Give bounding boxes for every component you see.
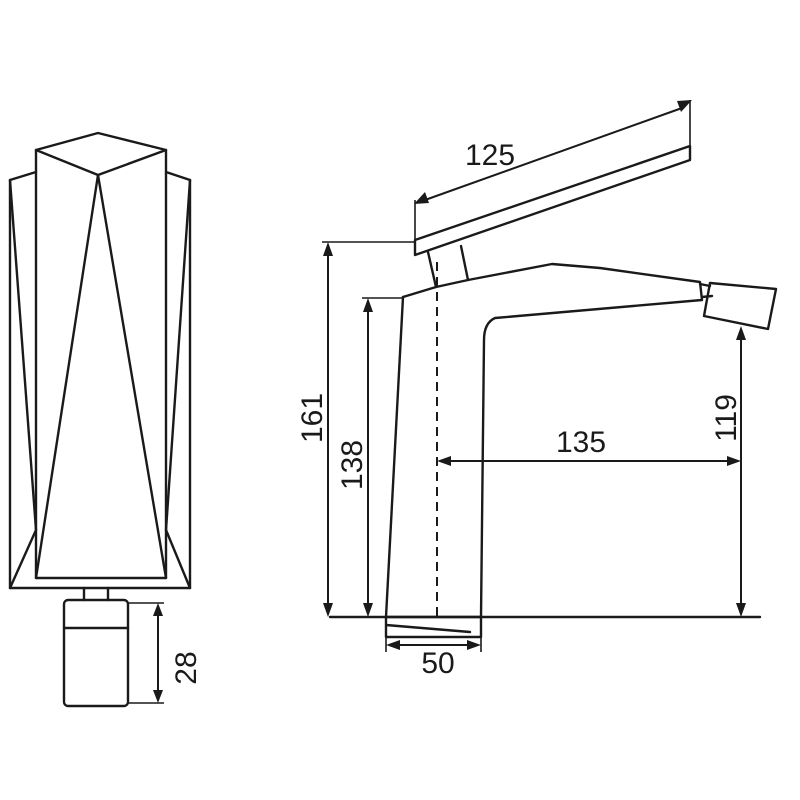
side-view-handle-lever <box>413 144 692 257</box>
dimension-119: 119 <box>710 326 746 617</box>
dimension-138-label: 138 <box>336 440 369 490</box>
front-view <box>8 131 192 708</box>
side-view-spout-nozzle <box>702 281 778 331</box>
dimension-28-label: 28 <box>170 651 203 684</box>
dimension-50-label: 50 <box>421 647 454 680</box>
dimension-125-label: 125 <box>465 139 515 172</box>
side-view-body-front <box>384 295 483 619</box>
side-view-body <box>401 262 704 619</box>
dimension-138: 138 <box>336 297 403 617</box>
dimension-135: 135 <box>437 426 741 466</box>
front-view-top-facet <box>34 148 168 177</box>
dimension-161-label: 161 <box>296 393 329 443</box>
dimension-119-label: 119 <box>710 394 743 442</box>
dimension-28: 28 <box>128 602 203 704</box>
dimension-135-label: 135 <box>556 426 606 459</box>
front-view-front-face <box>34 170 168 580</box>
side-view-base-flange <box>384 615 483 639</box>
dimension-50: 50 <box>385 637 482 680</box>
front-view-base-cylinder <box>62 598 130 708</box>
front-view-right-facet <box>164 178 192 590</box>
dimension-161: 161 <box>296 241 415 617</box>
dimension-125: 125 <box>414 100 692 240</box>
front-view-left-facet <box>8 178 38 590</box>
side-view <box>328 144 778 639</box>
front-view-stem <box>82 586 110 602</box>
front-view-center-facet <box>34 173 168 580</box>
front-view-outer-body <box>8 131 192 590</box>
side-view-handle-stem <box>426 244 470 289</box>
